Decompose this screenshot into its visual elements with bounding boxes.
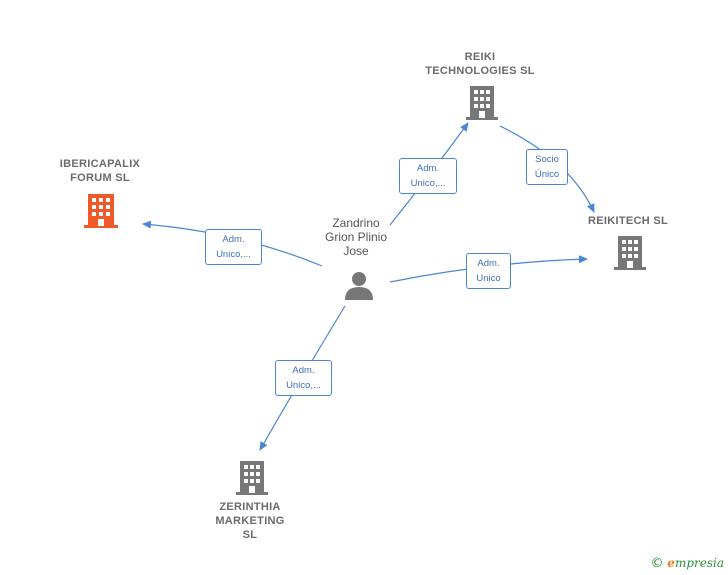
- edge-label-zerinthia[interactable]: Adm. Unico,...: [275, 360, 332, 396]
- empresia-watermark: © empresia: [650, 556, 724, 571]
- copyright-symbol: ©: [650, 556, 664, 571]
- edge-label-ibericapalix[interactable]: Adm. Unico,...: [205, 229, 262, 265]
- company-name-zerinthia[interactable]: ZERINTHIA MARKETING SL: [215, 501, 285, 541]
- person-name[interactable]: Zandrino Grion Plinio Jose: [324, 216, 388, 258]
- person-icon[interactable]: [343, 270, 375, 300]
- brand-name: mpresia: [674, 556, 724, 570]
- brand-initial: e: [667, 556, 675, 570]
- building-icon[interactable]: [614, 234, 646, 270]
- edge-label-reiki-technologies[interactable]: Adm. Unico,...: [399, 158, 457, 194]
- company-name-ibericapalix[interactable]: IBERICAPALIX FORUM SL: [59, 158, 141, 184]
- company-name-reiki-technologies[interactable]: REIKI TECHNOLOGIES SL: [425, 51, 535, 77]
- building-icon[interactable]: [236, 459, 268, 495]
- edge-label-reiki-to-reikitech[interactable]: Socio Único: [526, 149, 568, 185]
- building-icon[interactable]: [84, 192, 118, 228]
- company-name-reikitech[interactable]: REIKITECH SL: [588, 215, 668, 227]
- building-icon[interactable]: [466, 84, 498, 120]
- edge-label-reikitech[interactable]: Adm. Unico: [466, 253, 511, 289]
